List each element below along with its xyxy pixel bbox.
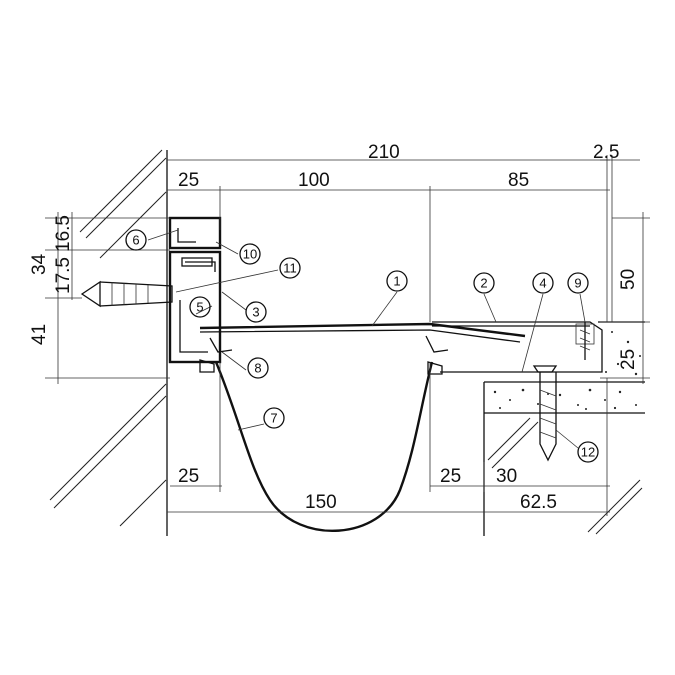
dim-25-top: 25 bbox=[178, 170, 199, 191]
svg-text:7: 7 bbox=[270, 411, 277, 426]
mortar-speckle bbox=[493, 331, 641, 410]
left-wall bbox=[49, 149, 168, 536]
dim-85: 85 bbox=[508, 170, 529, 191]
dim-34: 34 bbox=[29, 253, 50, 275]
svg-text:4: 4 bbox=[539, 276, 546, 291]
callout-12: 12 bbox=[577, 441, 599, 463]
svg-text:2: 2 bbox=[480, 276, 487, 291]
flexible-membrane bbox=[214, 361, 434, 532]
dim-17-5: 17.5 bbox=[53, 257, 74, 294]
svg-text:12: 12 bbox=[581, 445, 595, 460]
dim-2-5: 2.5 bbox=[593, 142, 619, 163]
svg-text:10: 10 bbox=[243, 247, 257, 262]
callout-9: 9 bbox=[567, 272, 589, 294]
dimension-lines bbox=[45, 155, 650, 516]
callout-5: 5 bbox=[189, 296, 211, 318]
dim-41: 41 bbox=[29, 324, 50, 345]
callout-8: 8 bbox=[247, 357, 269, 379]
wall-anchor-left bbox=[80, 280, 173, 308]
callout-7: 7 bbox=[263, 407, 285, 429]
callout-10: 10 bbox=[239, 243, 261, 265]
dim-25-bottom-left: 25 bbox=[178, 466, 199, 487]
dim-210: 210 bbox=[368, 142, 400, 163]
svg-text:3: 3 bbox=[252, 305, 259, 320]
svg-text:1: 1 bbox=[393, 274, 400, 289]
callout-3: 3 bbox=[245, 301, 267, 323]
dim-50: 50 bbox=[618, 269, 639, 290]
right-floor-profile bbox=[427, 321, 603, 375]
screw-9 bbox=[579, 322, 591, 360]
dim-62-5: 62.5 bbox=[520, 492, 557, 513]
dimension-labels: 210 2.5 25 100 85 34 16.5 17.5 41 50 25 … bbox=[29, 142, 639, 513]
callout-4: 4 bbox=[532, 272, 554, 294]
dim-16-5: 16.5 bbox=[53, 215, 74, 252]
callout-1: 1 bbox=[386, 270, 408, 292]
callout-6: 6 bbox=[125, 229, 147, 251]
callout-bubbles: 1 2 3 4 5 6 7 8 bbox=[125, 229, 599, 463]
dim-150: 150 bbox=[305, 492, 337, 513]
svg-text:11: 11 bbox=[283, 261, 297, 276]
leader-lines bbox=[147, 229, 586, 449]
dim-100: 100 bbox=[298, 170, 330, 191]
svg-text:9: 9 bbox=[574, 276, 581, 291]
left-frame-profile bbox=[168, 216, 222, 373]
dim-25-bottom-right: 25 bbox=[440, 466, 461, 487]
callout-2: 2 bbox=[473, 272, 495, 294]
floor-anchor bbox=[532, 365, 558, 462]
svg-text:6: 6 bbox=[132, 233, 139, 248]
svg-text:5: 5 bbox=[196, 300, 203, 315]
callout-11: 11 bbox=[279, 257, 301, 279]
cover-plate bbox=[199, 322, 526, 353]
dim-25-right: 25 bbox=[618, 349, 639, 370]
svg-text:8: 8 bbox=[254, 361, 261, 376]
dim-30: 30 bbox=[496, 466, 517, 487]
